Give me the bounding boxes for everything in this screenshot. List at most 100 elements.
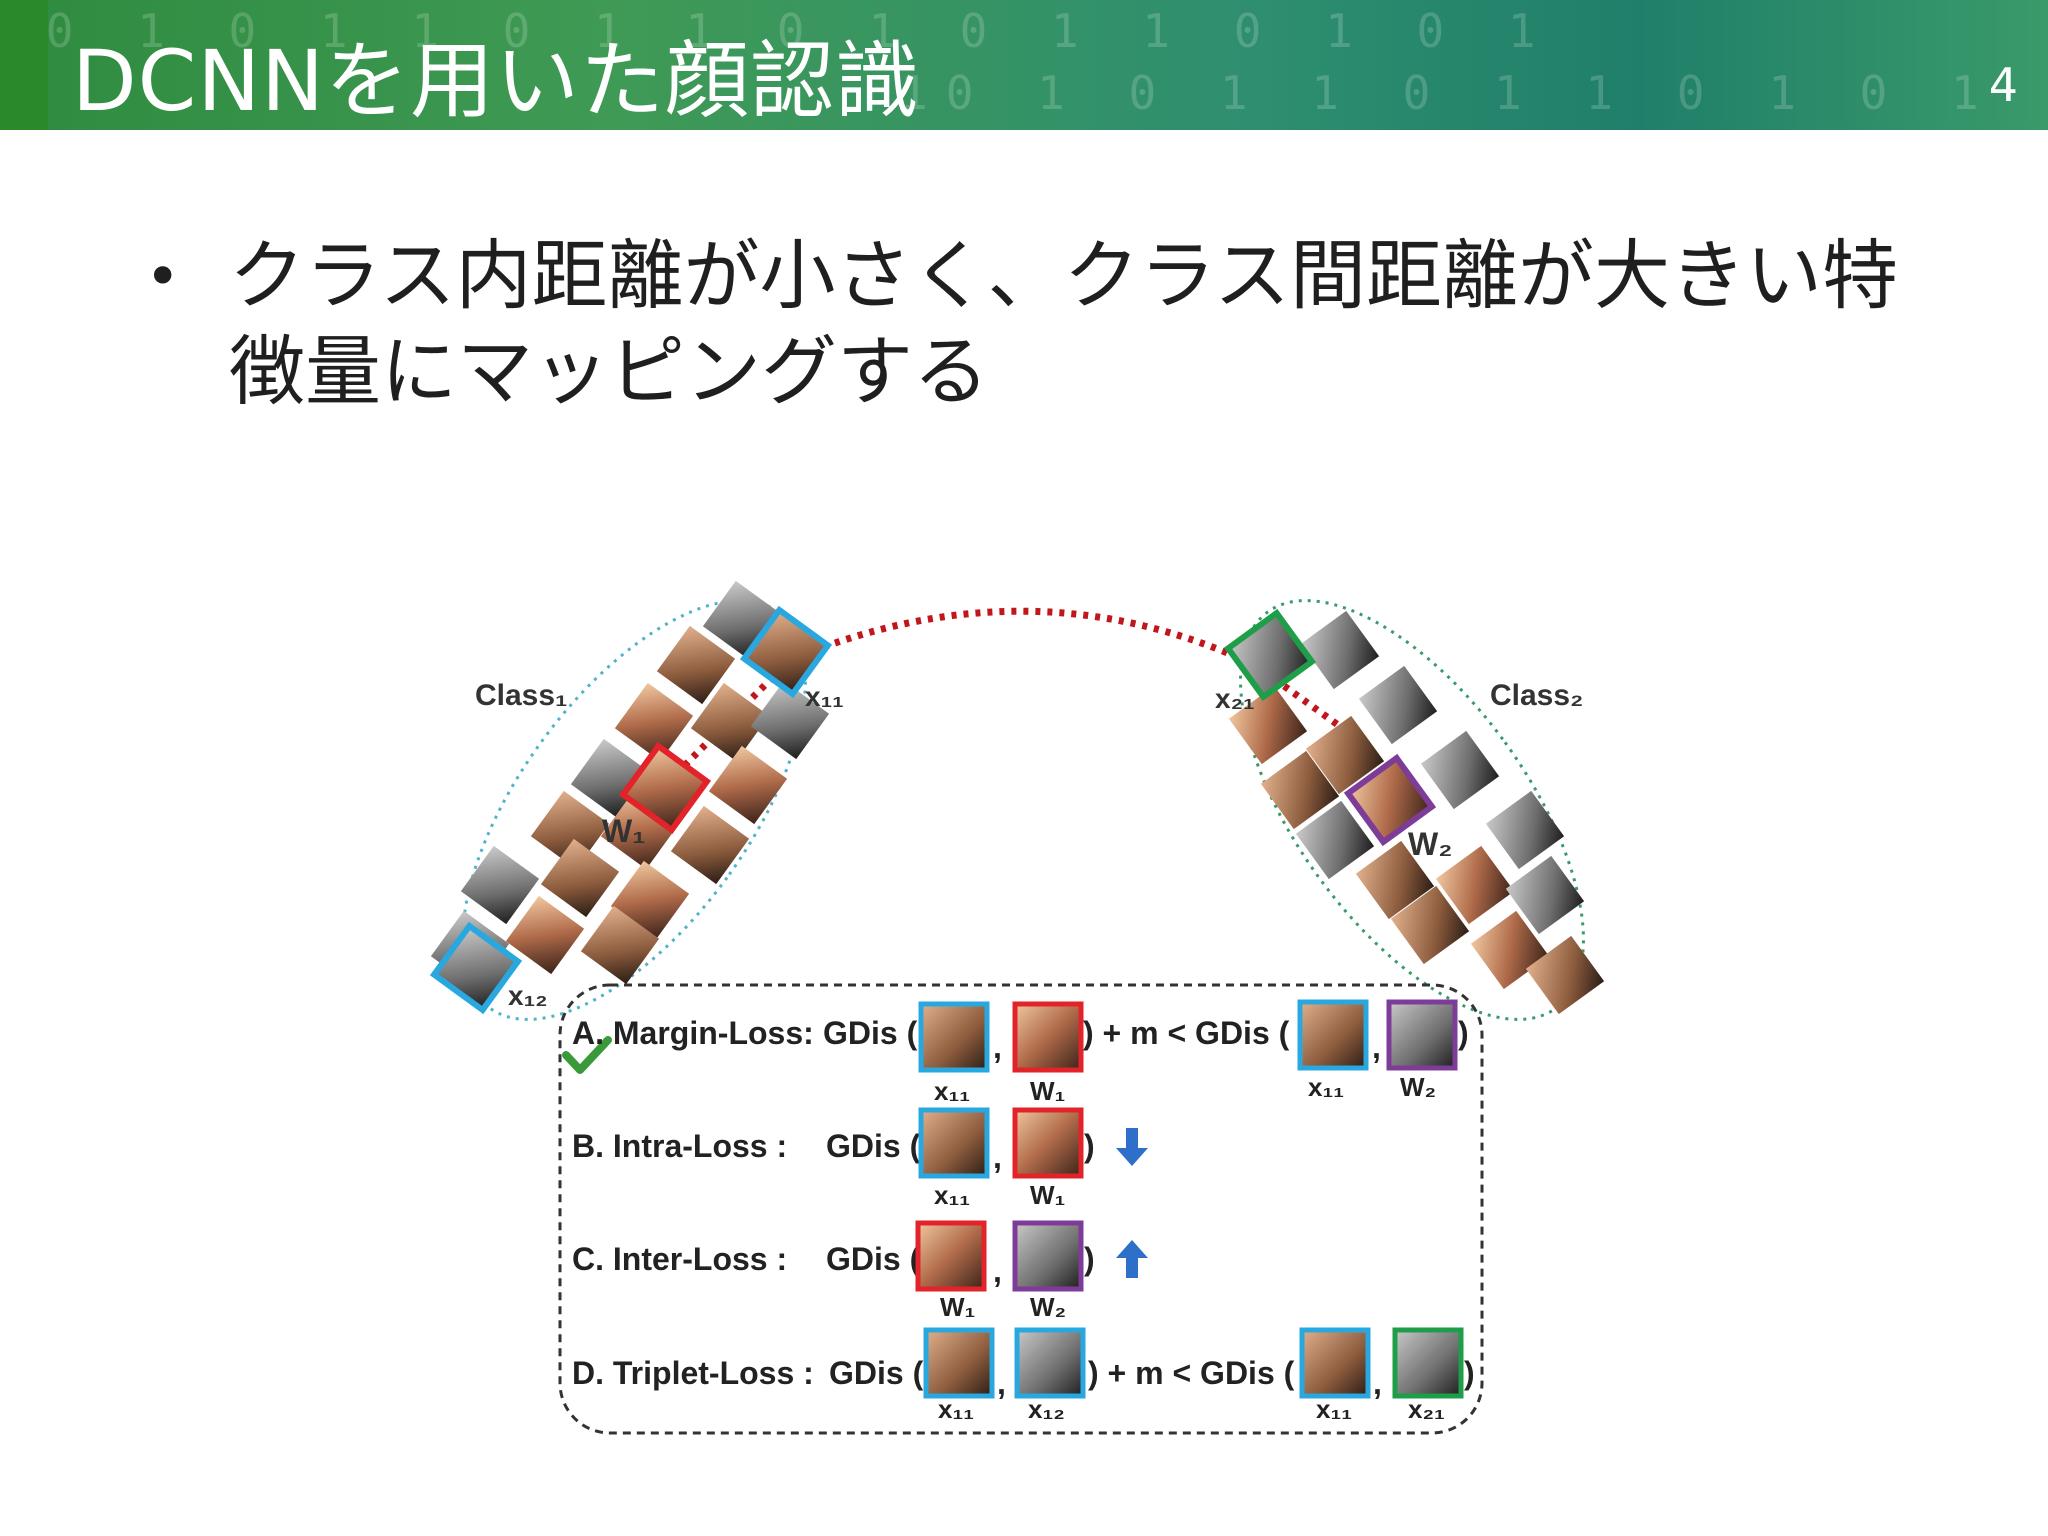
face-thumbnail	[540, 838, 620, 918]
inter-class-distance-arc	[788, 607, 1257, 669]
row-c-w2-face	[1012, 1220, 1084, 1292]
face-thumbnail	[505, 895, 585, 975]
row-d-label-1: x₁₁	[938, 1394, 974, 1424]
row-d-label-4: x₂₁	[1408, 1394, 1445, 1424]
row-d-expr-mid: ) + m < GDis (	[1088, 1355, 1295, 1391]
row-a-x11-face-2	[1297, 999, 1369, 1071]
row-c-expr-end: )	[1084, 1241, 1095, 1277]
row-c-w1-face	[915, 1220, 987, 1292]
w1-label: W₁	[602, 813, 645, 849]
row-a-label-1: x₁₁	[934, 1076, 970, 1106]
row-b-expr-left: GDis (	[826, 1128, 921, 1164]
row-d-x11-face	[923, 1327, 995, 1399]
row-d-comma-2: ,	[1373, 1365, 1382, 1401]
row-a-comma-2: ,	[1372, 1029, 1381, 1065]
class2-ellipse	[1239, 599, 1585, 1021]
class1-faces	[429, 580, 833, 1015]
face-thumbnail	[1485, 790, 1565, 870]
class1-label: Class₁	[475, 679, 567, 712]
face-thumbnail	[1260, 750, 1340, 830]
face-thumbnail	[690, 682, 770, 762]
arrow-up-icon	[1116, 1240, 1148, 1278]
row-c-name: C. Inter-Loss :	[572, 1241, 787, 1277]
row-b-label-2: W₁	[1030, 1180, 1065, 1210]
w2-face	[1343, 753, 1437, 847]
x21-face	[1223, 608, 1317, 702]
bullet-text: クラス内距離が小さく、クラス間距離が大きい特徴量にマッピングする	[229, 231, 1898, 416]
row-d-label-3: x₁₁	[1316, 1394, 1352, 1424]
header-accent-bar	[0, 0, 48, 130]
class2-label: Class₂	[1490, 679, 1583, 712]
row-d-name: D. Triplet-Loss :	[572, 1355, 814, 1391]
row-a-comma-1: ,	[993, 1029, 1002, 1065]
face-thumbnail	[1358, 665, 1438, 745]
face-thumbnail	[1300, 610, 1380, 690]
face-thumbnail	[530, 790, 610, 870]
page-number: 4	[1988, 58, 2018, 112]
row-a-expr-mid: ) + m < GDis (	[1083, 1015, 1290, 1051]
face-thumbnail	[1420, 730, 1500, 810]
row-c-comma: ,	[993, 1253, 1002, 1289]
row-a-label-4: W₂	[1400, 1072, 1436, 1102]
row-c-label-2: W₂	[1030, 1292, 1066, 1322]
face-thumbnail	[708, 745, 788, 825]
face-thumbnail	[1505, 855, 1585, 935]
row-b-w1-face	[1012, 1107, 1084, 1179]
face-thumbnail	[614, 682, 694, 762]
w2-label: W₂	[1408, 826, 1452, 862]
x21-label: x₂₁	[1215, 683, 1255, 714]
x11-label: x₁₁	[805, 681, 844, 712]
class2-faces	[1223, 608, 1605, 1015]
row-a-w1-face	[1012, 1001, 1084, 1073]
row-b-x11-face	[918, 1107, 990, 1179]
row-a-expr-end: )	[1458, 1015, 1469, 1051]
face-thumbnail	[1228, 685, 1308, 765]
row-a-label-3: x₁₁	[1308, 1072, 1344, 1102]
bullet-symbol: •	[145, 242, 181, 312]
face-thumbnail	[750, 680, 830, 760]
row-d-expr-end: )	[1464, 1355, 1475, 1391]
row-triplet-loss: D. Triplet-Loss : GDis ( , ) + m < GDis …	[572, 1327, 1475, 1424]
slide-title: DCNNを用いた顔認識	[72, 32, 921, 130]
w1-face	[618, 741, 712, 835]
x12-face	[429, 921, 523, 1015]
row-c-label-1: W₁	[940, 1292, 975, 1322]
row-b-comma: ,	[993, 1139, 1002, 1175]
face-thumbnail	[1435, 845, 1515, 925]
face-thumbnail	[1525, 935, 1605, 1015]
row-d-x21-face	[1392, 1327, 1464, 1399]
row-b-label-1: x₁₁	[934, 1180, 970, 1210]
row-d-expr-left: GDis (	[829, 1355, 924, 1391]
row-a-expr-left: GDis (	[823, 1015, 918, 1051]
face-thumbnail	[656, 625, 736, 705]
arrow-down-icon	[1116, 1128, 1148, 1166]
face-thumbnail	[580, 905, 660, 985]
row-d-label-2: x₁₂	[1028, 1394, 1065, 1424]
row-d-x11-face-2	[1299, 1327, 1371, 1399]
row-a-label-2: W₁	[1030, 1076, 1065, 1106]
checkmark-icon	[562, 1036, 612, 1074]
face-thumbnail	[460, 845, 540, 925]
loss-formulas-box	[558, 983, 1484, 1435]
row-margin-loss: A. Margin-Loss: GDis ( , ) + m < GDis ( …	[572, 999, 1469, 1106]
row-intra-loss: B. Intra-Loss : GDis ( , ) x₁₁ W₁	[572, 1107, 1148, 1210]
row-a-x11-face	[918, 1001, 990, 1073]
row-inter-loss: C. Inter-Loss : GDis ( , ) W₁ W₂	[572, 1220, 1148, 1322]
row-d-x12-face	[1014, 1327, 1086, 1399]
face-thumbnail	[1305, 715, 1385, 795]
x11-face	[739, 605, 833, 699]
row-c-expr-left: GDis (	[826, 1241, 921, 1277]
slide-header: 10 1 0 1 1 0 1 1 0 1 0 1 1 0 1 0 1 10 1 …	[0, 0, 2048, 130]
row-b-expr-end: )	[1084, 1128, 1095, 1164]
face-thumbnail	[1295, 800, 1375, 880]
face-thumbnail	[1390, 885, 1470, 965]
row-a-name: A. Margin-Loss:	[572, 1015, 814, 1051]
row-a-w2-face	[1386, 999, 1458, 1071]
face-thumbnail	[1355, 840, 1435, 920]
x12-label: x₁₂	[508, 980, 548, 1011]
binary-code-background: 10 1 0 1 1 0 1 1 0 1 0 1 1 0 1 0 1 10 1 …	[0, 4, 2048, 120]
face-thumbnail	[670, 805, 750, 885]
row-d-comma-1: ,	[997, 1365, 1006, 1401]
row-b-name: B. Intra-Loss :	[572, 1128, 787, 1164]
